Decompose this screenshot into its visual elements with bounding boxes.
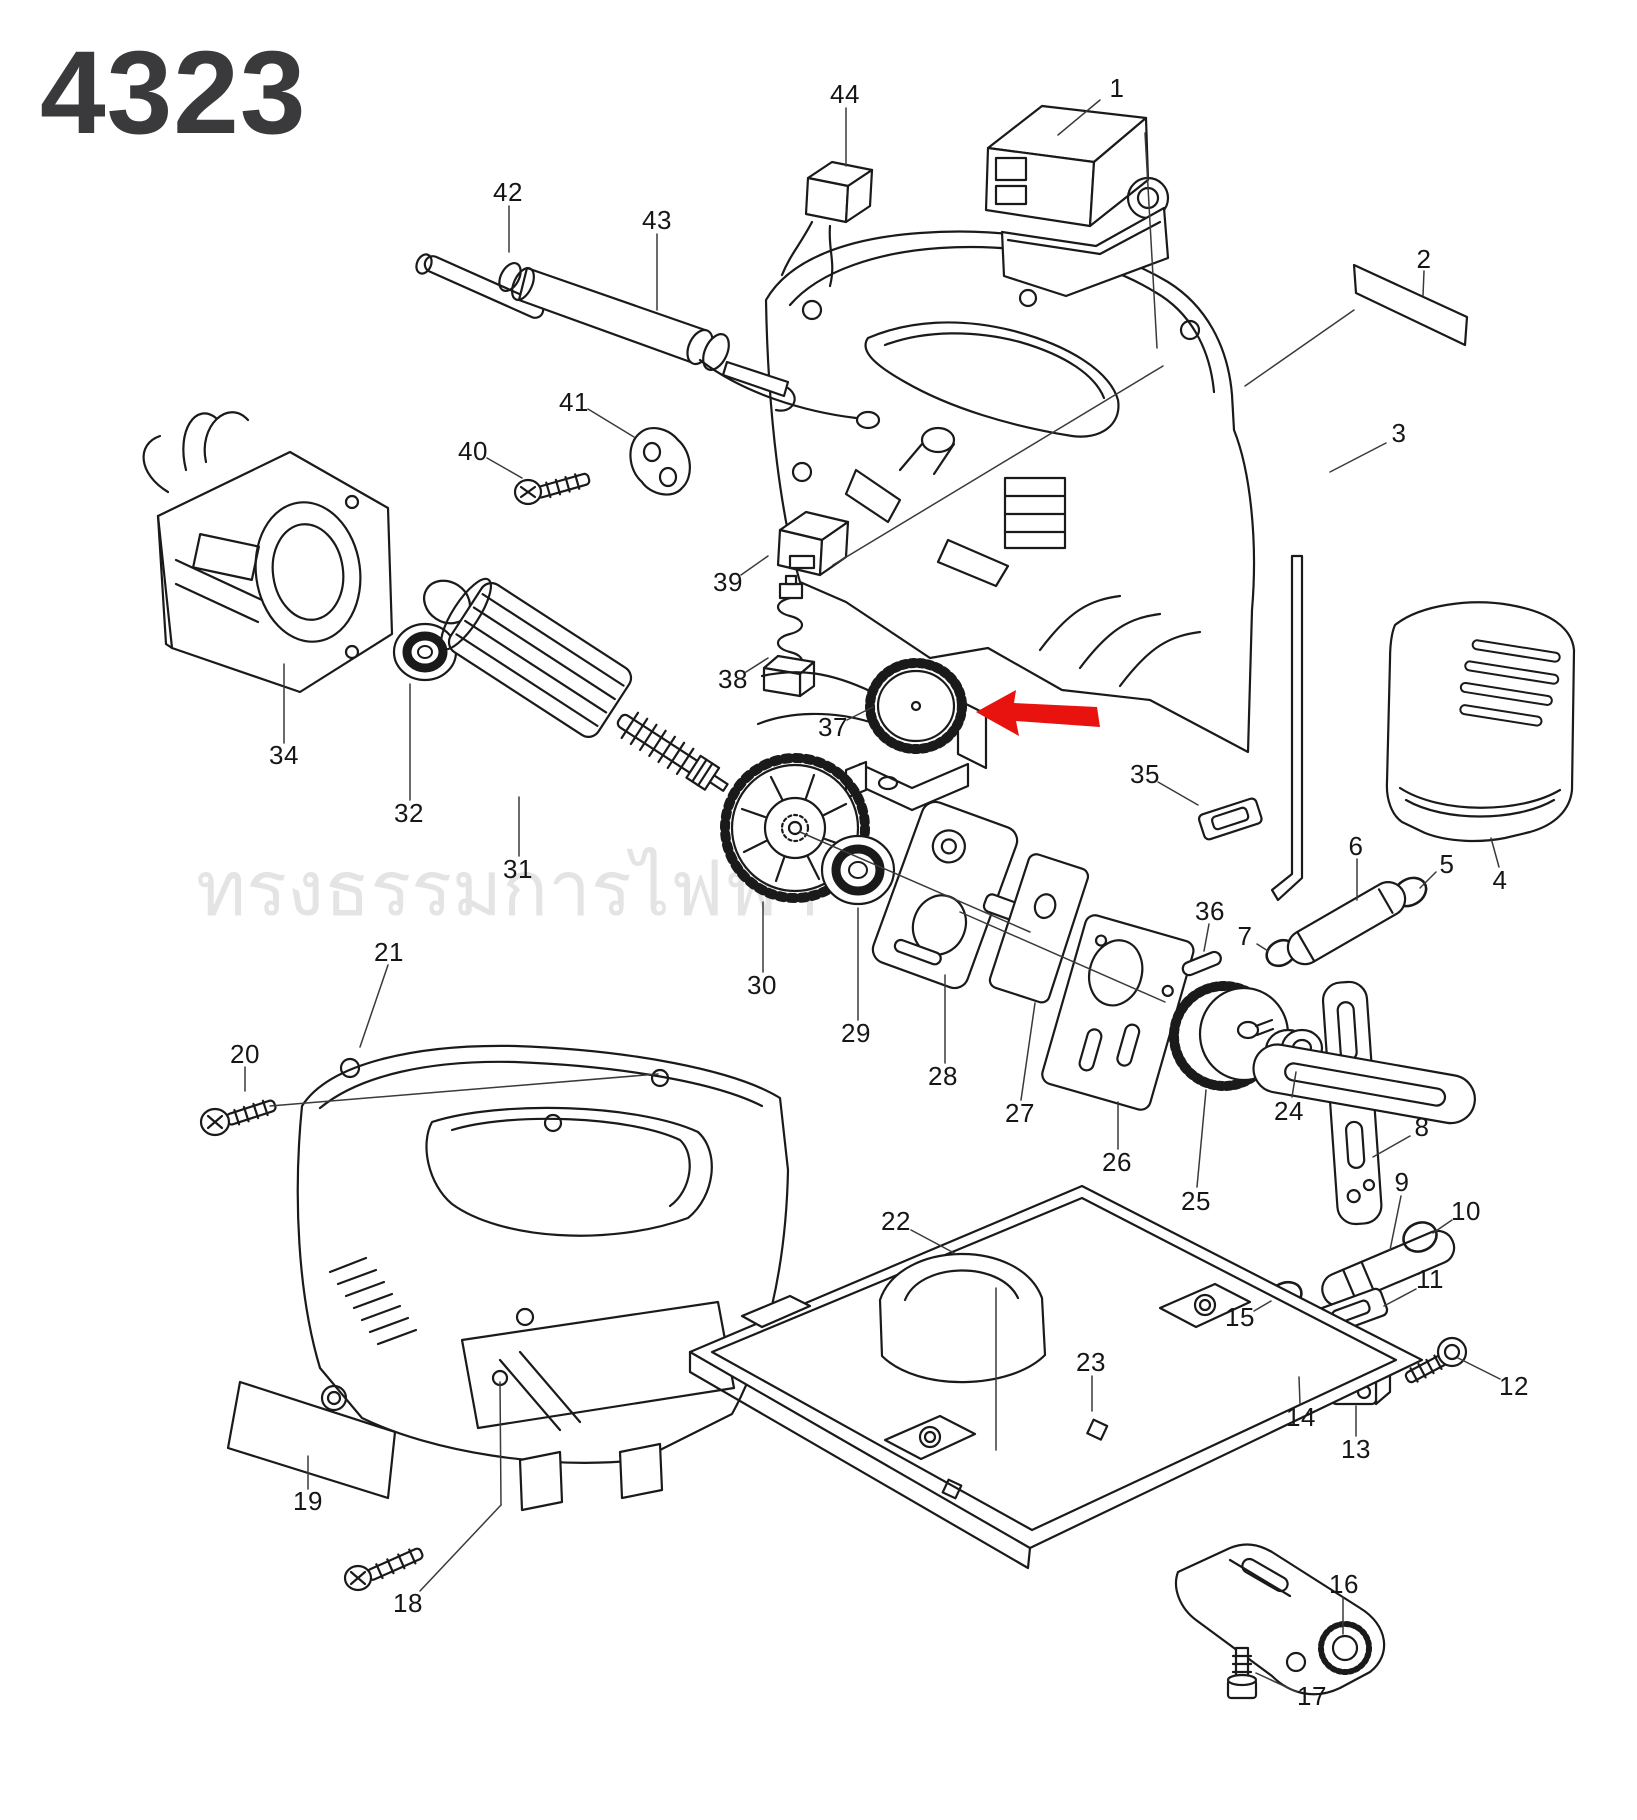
- part-4-dust-cover: [1385, 601, 1576, 843]
- part-callout-35: 35: [1130, 759, 1160, 789]
- part-callout-11: 11: [1416, 1264, 1444, 1294]
- part-34-field-stator: [142, 411, 394, 694]
- part-callout-25: 25: [1181, 1186, 1211, 1216]
- part-callout-16: 16: [1329, 1569, 1359, 1599]
- part-31-armature: [423, 577, 729, 792]
- part-3-upper-housing: [764, 230, 1304, 902]
- part-callout-31: 31: [503, 854, 533, 884]
- part-callout-17: 17: [1297, 1681, 1327, 1711]
- part-callout-10: 10: [1451, 1196, 1481, 1226]
- part-29-bearing: [820, 834, 896, 906]
- part-2-label-sticker: [1352, 263, 1469, 347]
- part-42-pin: [415, 253, 545, 319]
- part-callout-5: 5: [1439, 849, 1455, 879]
- part-callout-29: 29: [841, 1018, 871, 1048]
- part-8-slider-cross: [1252, 980, 1476, 1226]
- part-20-screw: [199, 1099, 277, 1137]
- part-callout-21: 21: [374, 937, 404, 967]
- part-callout-14: 14: [1286, 1402, 1316, 1432]
- part-callout-38: 38: [718, 664, 748, 694]
- part-callout-1: 1: [1109, 73, 1125, 103]
- part-44-noise-suppressor: [780, 160, 874, 288]
- part-27-plate: [988, 853, 1090, 1004]
- part-1-switch: [984, 104, 1170, 298]
- part-callout-13: 13: [1341, 1434, 1371, 1464]
- part-callout-9: 9: [1394, 1167, 1410, 1197]
- part-39-brush-holder: [776, 510, 850, 577]
- part-callout-32: 32: [394, 798, 424, 828]
- part-callout-43: 43: [642, 205, 672, 235]
- part-43-sleeve: [498, 261, 881, 430]
- part-callout-42: 42: [493, 177, 523, 207]
- part-callout-12: 12: [1499, 1371, 1529, 1401]
- part-16-blade-holder: [1174, 1543, 1386, 1696]
- part-callout-28: 28: [928, 1061, 958, 1091]
- model-number: 4323: [40, 27, 307, 159]
- part-callout-6: 6: [1348, 831, 1364, 861]
- part-17-screw: [1226, 1646, 1258, 1700]
- part-callout-39: 39: [713, 567, 743, 597]
- part-35-clip: [1197, 797, 1263, 841]
- part-26-plate: [1041, 914, 1195, 1111]
- part-6-slide-bar: [1286, 881, 1407, 966]
- part-callout-36: 36: [1195, 896, 1225, 926]
- part-callout-40: 40: [458, 436, 488, 466]
- part-callout-8: 8: [1414, 1112, 1430, 1142]
- part-callout-19: 19: [293, 1486, 323, 1516]
- part-callout-4: 4: [1492, 865, 1508, 895]
- part-40-screw: [513, 472, 591, 506]
- part-callout-22: 22: [881, 1206, 911, 1236]
- part-18-screw: [343, 1547, 424, 1592]
- part-37-speed-dial: [756, 658, 988, 812]
- part-callout-24: 24: [1274, 1096, 1304, 1126]
- part-21-lower-housing: [296, 1044, 790, 1512]
- part-36-pin: [1181, 950, 1222, 977]
- part-callout-26: 26: [1102, 1147, 1132, 1177]
- part-callout-30: 30: [747, 970, 777, 1000]
- part-callout-23: 23: [1076, 1347, 1106, 1377]
- part-callout-20: 20: [230, 1039, 260, 1069]
- part-callout-44: 44: [830, 79, 860, 109]
- part-callout-34: 34: [269, 740, 299, 770]
- part-9-guide-plate: [1321, 1229, 1456, 1308]
- part-callout-2: 2: [1416, 244, 1432, 274]
- part-callout-27: 27: [1005, 1098, 1035, 1128]
- part-callout-7: 7: [1237, 921, 1253, 951]
- part-10-oring: [1402, 1221, 1438, 1253]
- watermark-text: ทรงธรรมการไฟฟ้า: [196, 847, 821, 932]
- part-callout-37: 37: [818, 712, 848, 742]
- part-callout-18: 18: [393, 1588, 423, 1618]
- part-19-name-label: [226, 1380, 397, 1500]
- highlight-arrow: [976, 690, 1100, 736]
- leader-lines: [244, 99, 1501, 1693]
- part-callout-41: 41: [559, 387, 589, 417]
- part-callout-15: 15: [1225, 1302, 1255, 1332]
- part-callout-3: 3: [1391, 418, 1407, 448]
- part-41-cord-clamp: [629, 427, 691, 496]
- part-23-base-plate: [688, 1184, 1424, 1570]
